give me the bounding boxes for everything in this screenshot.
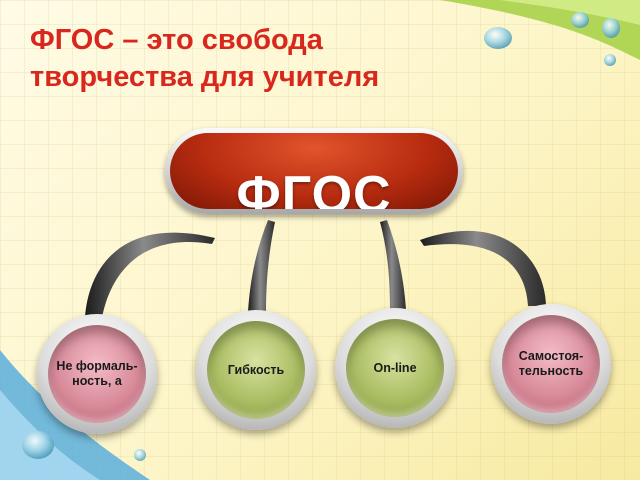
node-flexibility: Гибкость [196,310,316,430]
node-label: Самостоя-тельность [502,315,600,413]
green-swoosh-top [440,0,640,60]
node-independence: Самостоя-тельность [491,304,611,424]
water-drop [604,54,616,66]
hub-label: ФГОС [236,166,392,209]
water-drop [571,12,589,28]
hub-node: ФГОС [165,128,463,214]
water-drop [484,27,512,49]
node-label: Гибкость [207,321,305,419]
page-title-line-2: творчества для учителя [30,61,380,93]
node-label: Не формаль-ность, а [48,325,146,423]
page-title: ФГОС – это свобода творчества для учител… [30,22,500,96]
page-title-line-1: ФГОС – это свобода [30,24,323,56]
green-swoosh-top-light [500,0,640,25]
node-label: On-line [346,319,444,417]
connector-arm-3 [380,220,406,310]
connector-arm-4 [420,230,546,306]
connector-arm-1 [85,232,215,318]
blue-swoosh-bottom-light [0,390,100,480]
connector-arm-2 [248,220,275,312]
water-drop [22,431,54,459]
hub-node-inner: ФГОС [170,133,458,209]
water-drop [134,449,146,461]
node-online: On-line [335,308,455,428]
water-drop [602,18,620,38]
node-informality: Не формаль-ность, а [37,314,157,434]
